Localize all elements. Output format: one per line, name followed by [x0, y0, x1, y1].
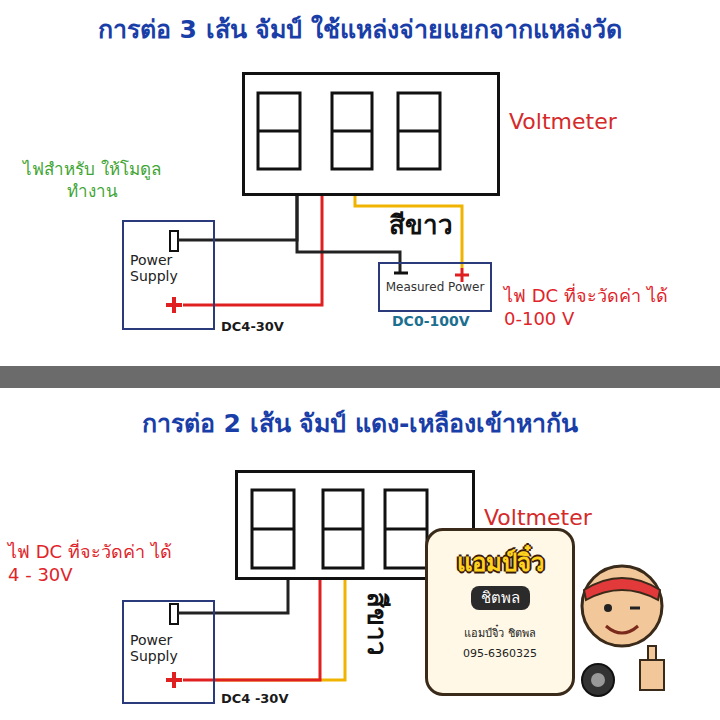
wire-stub: [183, 679, 215, 682]
title: การต่อ 3 เส้น จัมป์ ใช้แหล่งจ่ายแยกจากแห…: [10, 12, 710, 47]
wire: [215, 580, 345, 680]
wire-color-label: สีขาว: [386, 210, 456, 241]
shop-logo-badge: แอมป์จิ๋วชิตพลแอมป์จิ๋ว ชิตพล 095-6360325: [425, 528, 575, 696]
box-label: Measured Power: [384, 281, 486, 294]
smile: [606, 626, 638, 633]
positive-terminal: [166, 672, 182, 688]
wire-stub: [178, 239, 215, 242]
note-text: ไฟ DC ที่จะวัดค่า ได้ 0-100 V: [504, 284, 674, 331]
shop-name: แอมป์จิ๋ว: [428, 543, 572, 582]
speaker: [582, 664, 614, 696]
phone-number: 095-6360325: [428, 647, 572, 660]
voltage-range: DC4 -30V: [221, 691, 288, 706]
negative-terminal: [170, 231, 178, 251]
voltage-range: DC0-100V: [392, 313, 470, 329]
wink: [630, 607, 640, 610]
device-label: Voltmeter: [484, 505, 592, 530]
wire: [215, 196, 297, 240]
voltage-range: DC4-30V: [221, 319, 284, 334]
wire-stub: [183, 304, 215, 307]
eye: [604, 604, 612, 612]
box-label: Power Supply: [130, 632, 209, 664]
social-handle: แอมป์จิ๋ว ชิตพล: [428, 624, 572, 642]
shop-subname: ชิตพล: [471, 586, 530, 610]
digit-outline: [332, 93, 372, 169]
digit-outline: [323, 490, 363, 568]
mascot: [582, 566, 664, 696]
digit-outline: [398, 93, 440, 169]
note-text: ไฟสำหรับ ให้โมดูลทำงาน: [22, 158, 162, 202]
wire-color-label: สีขาว: [361, 592, 392, 656]
digit-outline: [252, 490, 294, 568]
box-label: Power Supply: [130, 252, 209, 284]
thumb-up: [640, 646, 664, 690]
wire: [215, 580, 288, 613]
power-supply-box: Power SupplyDC4-30V: [122, 220, 215, 330]
positive-terminal: [166, 297, 182, 313]
measured-power-box: Measured PowerDC0-100V: [378, 262, 492, 312]
headband: [584, 578, 660, 600]
digit-outline: [385, 490, 427, 568]
positive-terminal: [455, 268, 469, 282]
wire: [297, 196, 400, 262]
speaker-cone: [591, 673, 605, 687]
negative-terminal: [394, 272, 408, 275]
note-text: ไฟ DC ที่จะวัดค่า ได้ 4 - 30V: [8, 540, 178, 587]
power-supply-box: Power SupplyDC4 -30V: [122, 600, 215, 704]
section-title: การต่อ 2 เส้น จัมป์ แดง-เหลืองเข้าหากัน: [10, 406, 710, 441]
mascot-face: [582, 566, 662, 646]
wire: [215, 580, 320, 680]
digit-outline: [258, 93, 300, 169]
negative-terminal: [170, 604, 178, 624]
voltmeter-display: Voltmeter: [242, 72, 500, 196]
wire-stub: [178, 612, 215, 615]
device-label: Voltmeter: [509, 109, 617, 134]
divider-bar: [0, 366, 720, 388]
